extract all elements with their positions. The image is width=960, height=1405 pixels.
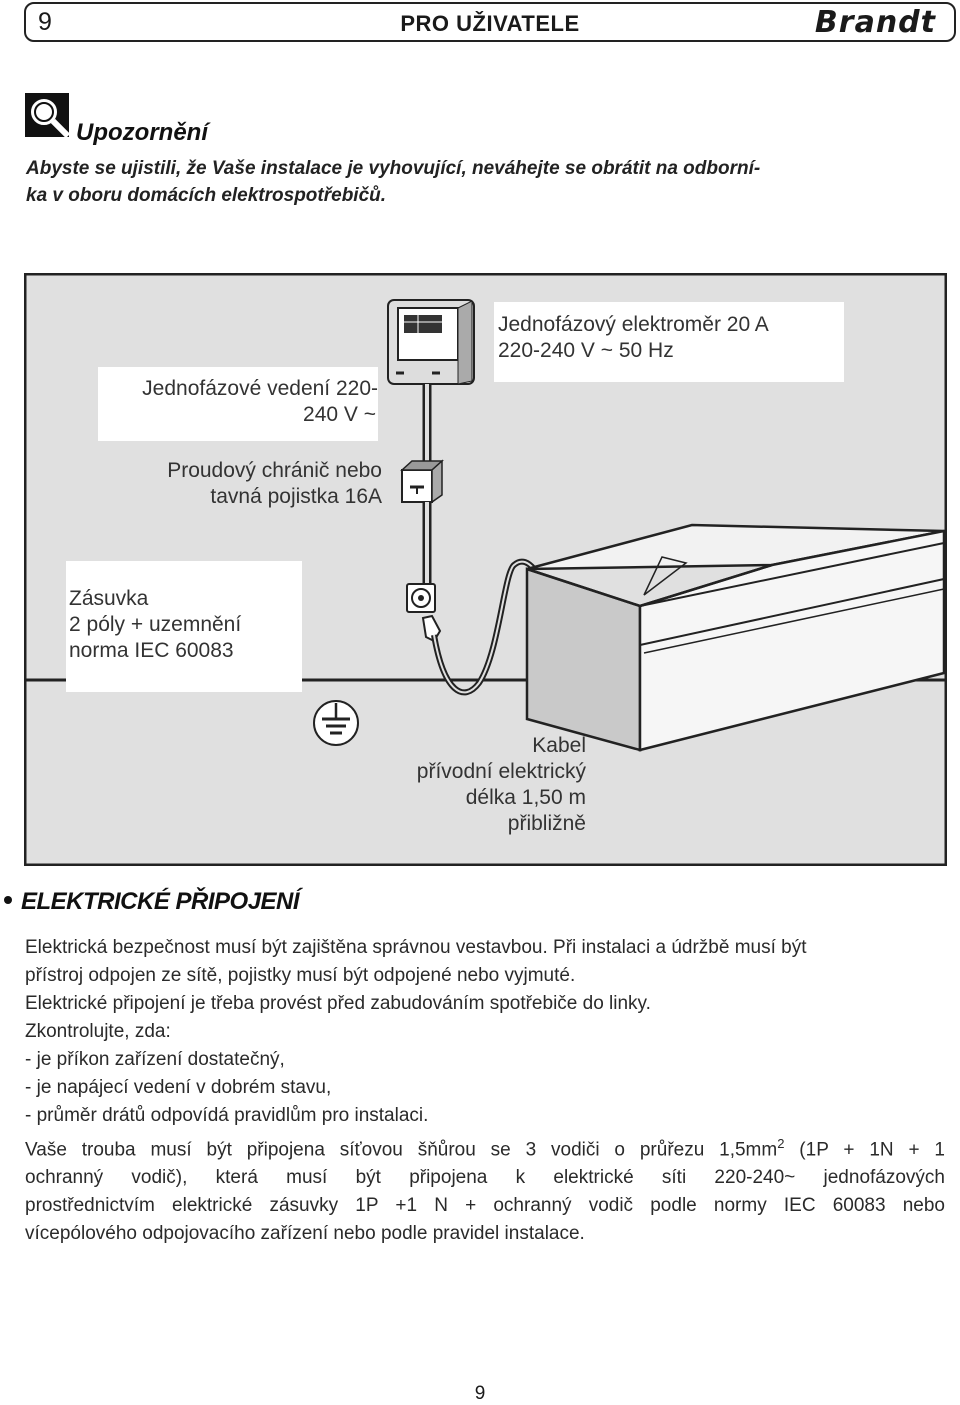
body-line: Elektrická bezpečnost musí být zajištěna… [25, 937, 807, 958]
cable-label: Kabel přívodní elektrický délka 1,50 m p… [416, 734, 586, 835]
installation-diagram: Jednofázový elektroměr 20 A 220-240 V ~ … [24, 273, 947, 866]
footer-page-number: 9 [474, 1383, 486, 1404]
warning-line: Abyste se ujistili, že Vaše instalace je… [26, 158, 761, 179]
warning-title: Upozornění [76, 119, 208, 146]
supply-line-label: Jednofázové vedení 220- 240 V ~ [98, 367, 378, 441]
section-title: ELEKTRICKÉ PŘIPOJENÍ [4, 888, 300, 916]
body-line: prostřednictvím elektrické zásuvky 1P +1… [25, 1195, 945, 1217]
body-line: Vaše trouba musí být připojena síťovou š… [25, 1136, 945, 1161]
magnifier-icon [25, 93, 70, 138]
body-line: - je napájecí vedení v dobrém stavu, [25, 1077, 332, 1098]
section-body: Elektrická bezpečnost musí být zajištěna… [25, 934, 945, 1248]
warning-text: Abyste se ujistili, že Vaše instalace je… [26, 155, 936, 209]
bullet-icon [4, 895, 12, 904]
meter-label: Jednofázový elektroměr 20 A 220-240 V ~ … [494, 302, 844, 382]
body-line: přístroj odpojen ze sítě, pojistky musí … [25, 965, 576, 986]
body-line: Zkontrolujte, zda: [25, 1021, 171, 1042]
socket-label: Zásuvka 2 póly + uzemnění norma IEC 6008… [66, 561, 302, 692]
page-header: 9 PRO UŽIVATELE Brandt [24, 2, 956, 42]
oven-illustration [525, 523, 946, 752]
brand-logo: Brandt [814, 5, 936, 40]
body-line: vícepólového odpojovacího zařízení nebo … [25, 1223, 585, 1245]
header-page-number: 9 [38, 8, 52, 36]
electricity-meter-icon [387, 299, 475, 385]
warning-line: ka v oboru domácích elektrospotřebičů. [26, 185, 387, 206]
body-line: - je příkon zařízení dostatečný, [25, 1049, 285, 1070]
ground-symbol-icon [313, 700, 359, 746]
body-line: ochranný vodič), která musí být připojen… [25, 1167, 945, 1189]
body-line: Elektrické připojení je třeba provést př… [25, 993, 651, 1014]
body-line: - průměr drátů odpovídá pravidlům pro in… [25, 1105, 429, 1126]
header-title: PRO UŽIVATELE [400, 11, 580, 36]
circuit-breaker-icon [400, 459, 444, 504]
breaker-label: Proudový chránič nebo tavná pojistka 16A [167, 459, 382, 508]
